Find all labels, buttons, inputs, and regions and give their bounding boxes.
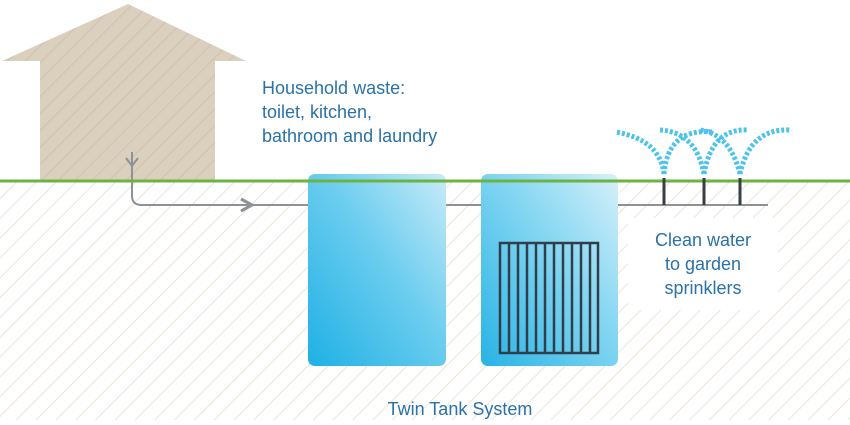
clean-water-label: Clean water to garden sprinklers <box>628 228 778 300</box>
household-waste-line-2: toilet, kitchen, <box>262 102 373 122</box>
household-waste-line-1: Household waste: <box>262 78 406 98</box>
system-title: Twin Tank System <box>387 399 533 419</box>
primary-tank <box>308 174 446 366</box>
treatment-tank <box>481 174 618 366</box>
house-icon <box>2 4 246 181</box>
filter-grid-icon <box>498 241 600 355</box>
clean-water-line-3: sprinklers <box>664 278 742 298</box>
inlet-pipe <box>125 152 310 213</box>
clean-water-line-1: Clean water <box>654 230 752 250</box>
clean-water-line-2: to garden <box>664 254 742 274</box>
household-waste-line-3: bathroom and laundry <box>262 126 438 146</box>
flow-arrow-icon <box>125 157 139 168</box>
household-waste-label: Household waste: toilet, kitchen, bathro… <box>262 76 437 148</box>
sprinkler-icon <box>615 127 791 205</box>
clean-water-label-background <box>628 218 778 310</box>
